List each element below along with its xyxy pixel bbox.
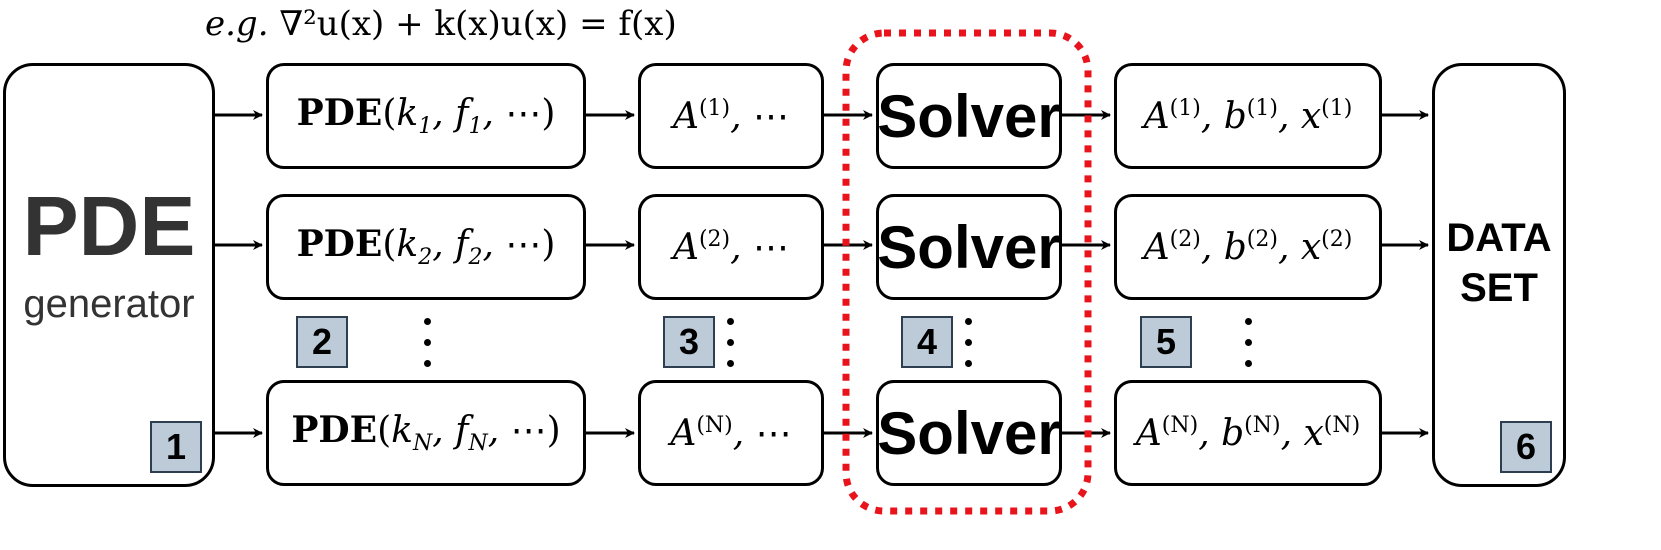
matrix-box-2: A(2), ⋯ <box>638 194 824 300</box>
output-box-1: A(1), b(1), x(1) <box>1114 63 1382 169</box>
output-label: A(2), b(2), x(2) <box>1143 226 1353 268</box>
step-badge-1: 1 <box>150 421 202 473</box>
output-label: A(N), b(N), x(N) <box>1135 412 1361 454</box>
pde-instance-1: PDE(k1, f1, ⋯) <box>266 63 586 169</box>
step-badge-4: 4 <box>901 316 953 368</box>
solver-label: Solver <box>877 399 1061 467</box>
dataset-box: DATA SET <box>1432 63 1566 487</box>
output-box-n: A(N), b(N), x(N) <box>1114 380 1382 486</box>
step-badge-2: 2 <box>296 316 348 368</box>
step-badge-5: 5 <box>1140 316 1192 368</box>
solver-label: Solver <box>877 213 1061 281</box>
pde-instance-n: PDE(kN, fN, ⋯) <box>266 380 586 486</box>
pde-instance-label: PDE(k1, f1, ⋯) <box>296 92 556 140</box>
dataset-line2: SET <box>1460 266 1538 310</box>
step-badge-6: 6 <box>1500 421 1552 473</box>
generator-subtitle: generator <box>23 281 195 326</box>
solver-highlight <box>842 29 1092 515</box>
example-equation: e.g. ∇²u(x) + k(x)u(x) = f(x) <box>205 4 677 44</box>
matrix-box-1: A(1), ⋯ <box>638 63 824 169</box>
generator-title: PDE <box>22 178 196 273</box>
equation-prefix: e.g. <box>205 4 269 44</box>
matrix-label: A(N), ⋯ <box>670 412 792 454</box>
pde-generator-box: PDE generator <box>3 63 215 487</box>
solver-box-2: Solver <box>876 194 1062 300</box>
pde-instance-label: PDE(k2, f2, ⋯) <box>296 223 556 271</box>
vertical-ellipsis <box>725 318 737 381</box>
equation-text: ∇²u(x) + k(x)u(x) = f(x) <box>279 4 677 44</box>
vertical-ellipsis <box>422 318 434 381</box>
vertical-ellipsis <box>963 318 975 381</box>
step-badge-3: 3 <box>663 316 715 368</box>
matrix-box-n: A(N), ⋯ <box>638 380 824 486</box>
matrix-label: A(2), ⋯ <box>672 226 790 268</box>
solver-label: Solver <box>877 82 1061 150</box>
dataset-line1: DATA <box>1446 216 1552 260</box>
matrix-label: A(1), ⋯ <box>672 95 790 137</box>
solver-box-n: Solver <box>876 380 1062 486</box>
output-label: A(1), b(1), x(1) <box>1143 95 1353 137</box>
pde-instance-label: PDE(kN, fN, ⋯) <box>291 409 561 457</box>
output-box-2: A(2), b(2), x(2) <box>1114 194 1382 300</box>
vertical-ellipsis <box>1243 318 1255 381</box>
pde-instance-2: PDE(k2, f2, ⋯) <box>266 194 586 300</box>
solver-box-1: Solver <box>876 63 1062 169</box>
